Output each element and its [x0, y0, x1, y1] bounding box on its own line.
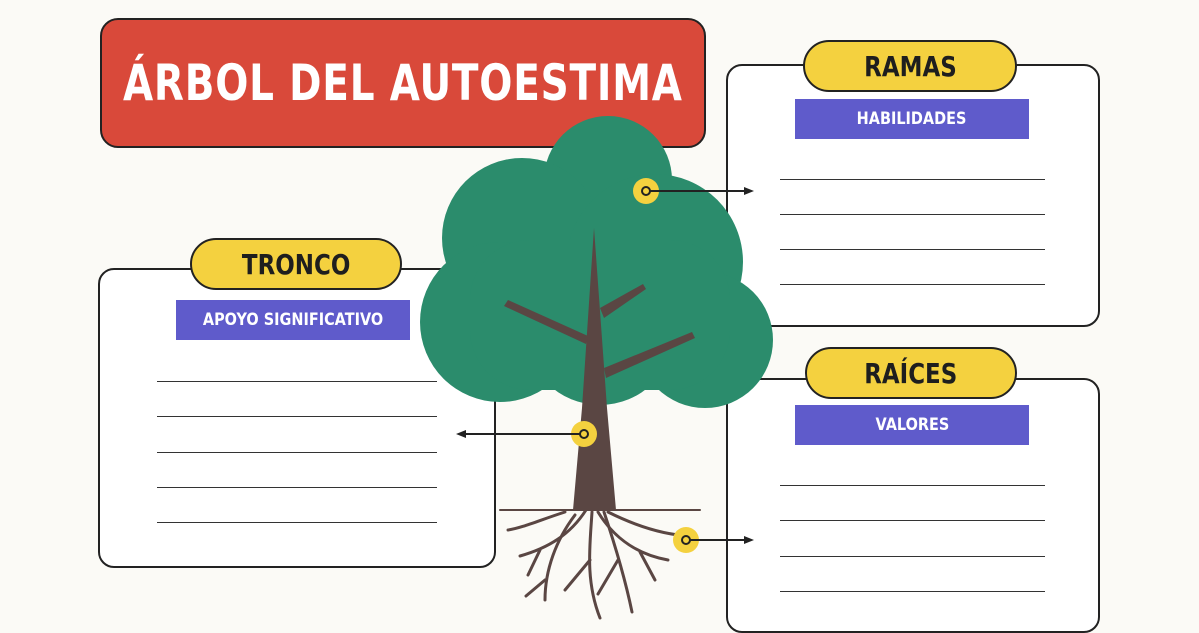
tronco-write-line[interactable]	[157, 522, 437, 523]
ramas-write-line[interactable]	[780, 284, 1045, 285]
raices-subtitle-band: VALORES	[795, 405, 1029, 445]
raices-label: RAÍCES	[864, 356, 958, 390]
tronco-write-line[interactable]	[157, 487, 437, 488]
ramas-write-line[interactable]	[780, 249, 1045, 250]
ramas-subtitle-band: HABILIDADES	[795, 99, 1029, 139]
raices-arrow	[690, 536, 754, 544]
ramas-label: RAMAS	[863, 49, 957, 83]
raices-write-line[interactable]	[780, 556, 1045, 557]
raices-write-line[interactable]	[780, 520, 1045, 521]
raices-label-pill: RAÍCES	[805, 347, 1017, 399]
tronco-write-line[interactable]	[157, 452, 437, 453]
ramas-label-pill: RAMAS	[803, 40, 1017, 92]
ramas-write-line[interactable]	[780, 214, 1045, 215]
ramas-arrow	[650, 187, 754, 195]
raices-subtitle: VALORES	[875, 415, 949, 435]
tronco-write-line[interactable]	[157, 416, 437, 417]
tronco-arrow	[456, 430, 580, 438]
tronco-subtitle-band: APOYO SIGNIFICATIVO	[176, 300, 410, 340]
ramas-subtitle: HABILIDADES	[857, 109, 967, 129]
title-banner: ÁRBOL DEL AUTOESTIMA	[100, 18, 706, 148]
raices-write-line[interactable]	[780, 591, 1045, 592]
tronco-write-line[interactable]	[157, 381, 437, 382]
ramas-write-line[interactable]	[780, 179, 1045, 180]
tronco-label: TRONCO	[241, 247, 351, 281]
tronco-subtitle: APOYO SIGNIFICATIVO	[202, 310, 384, 330]
tronco-label-pill: TRONCO	[190, 238, 402, 290]
diagram-title: ÁRBOL DEL AUTOESTIMA	[123, 54, 683, 112]
tree-roots	[499, 508, 701, 620]
raices-write-line[interactable]	[780, 485, 1045, 486]
